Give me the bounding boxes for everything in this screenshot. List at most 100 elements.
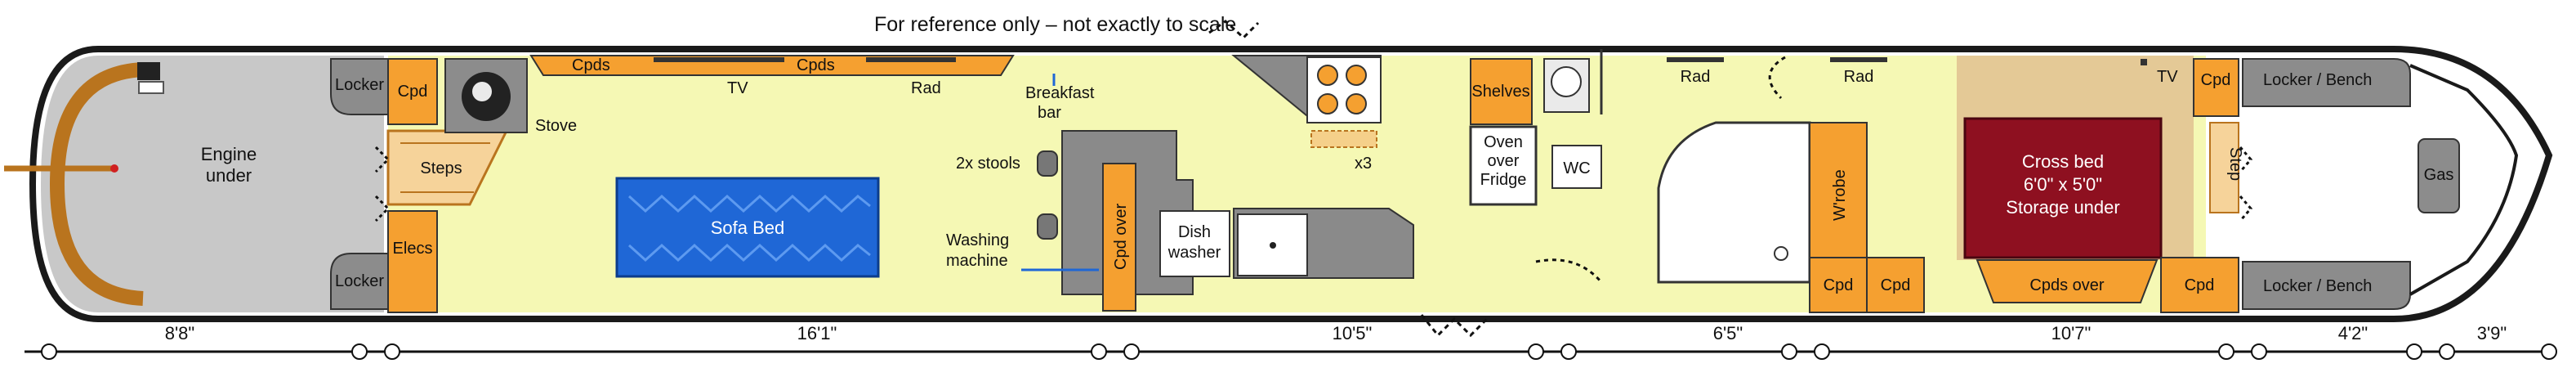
oven-label-1: Oven <box>1484 133 1523 151</box>
locker-bench-top <box>2242 58 2411 107</box>
cpds-over <box>1976 259 2159 303</box>
locker-bottom <box>330 253 389 310</box>
boat-fender-icon <box>2218 343 2234 360</box>
sofa-bed-label: Sofa Bed <box>711 218 785 238</box>
rad-c-label: Rad <box>1844 68 1874 86</box>
boat-fender-icon <box>2406 343 2422 360</box>
breakfast-bar-label-2: bar <box>1038 104 1061 122</box>
dish-washer <box>1159 210 1230 277</box>
oven-label-3: Fridge <box>1480 171 1527 189</box>
boat-fender-icon <box>351 343 368 360</box>
cpd-bath-1 <box>1809 257 1868 313</box>
dimension-label: 10'5" <box>1333 323 1373 343</box>
oven-over-fridge <box>1469 125 1538 206</box>
cpd-stern-label: Cpd <box>398 83 428 101</box>
cpd-bow-top-label: Cpd <box>2201 71 2231 89</box>
elecs-label: Elecs <box>393 240 433 258</box>
dimension-labels: 8'8" 16'1" 10'5" 6'5" 10'7" 4'2" 3'9" <box>165 323 2507 343</box>
stern-deck <box>41 56 384 312</box>
boat-fender-icon <box>1814 343 1830 360</box>
engine-label-2: under <box>206 165 252 186</box>
oven-label-2: over <box>1488 152 1520 170</box>
cpd-bow-top <box>2193 58 2239 117</box>
dimension-label: 4'2" <box>2338 323 2368 343</box>
cpd-bow-bottom-label: Cpd <box>2185 276 2215 294</box>
boat-fender-icon <box>2439 343 2455 360</box>
locker-bench-top-label: Locker / Bench <box>2263 71 2372 89</box>
locker-bottom-label: Locker <box>335 272 384 290</box>
hob-cupboard <box>1310 130 1377 148</box>
tv-b-icon <box>2141 59 2147 65</box>
dimension-label: 10'7" <box>2051 323 2092 343</box>
cross-bed-label-3: Storage under <box>2006 197 2119 218</box>
rad-b-icon <box>1667 57 1724 62</box>
boat-fender-icon <box>1781 343 1797 360</box>
steps-label: Steps <box>420 159 462 177</box>
rad-a-label: Rad <box>911 79 941 97</box>
cpd-bow-bottom <box>2160 257 2239 313</box>
dish-washer-label-1: Dish <box>1178 223 1211 241</box>
cpd-bath-2-label: Cpd <box>1881 276 1911 294</box>
tv-a-icon <box>654 57 784 62</box>
sofa-bed <box>615 177 880 278</box>
locker-bench-bottom <box>2242 261 2411 310</box>
stool-2-icon <box>1037 213 1058 240</box>
boat-fender-icon <box>2251 343 2267 360</box>
wc-label: WC <box>1563 159 1590 177</box>
gas-label: Gas <box>2424 166 2454 184</box>
cross-bed <box>1963 117 2163 259</box>
locker-top-label: Locker <box>335 76 384 94</box>
stools-label: 2x stools <box>956 155 1020 173</box>
boat-fender-icon <box>41 343 57 360</box>
dimension-label: 6'5" <box>1713 323 1743 343</box>
dimension-markers <box>41 343 2557 360</box>
dimension-label: 8'8" <box>165 323 194 343</box>
cpd-over-label: Cpd over <box>1112 204 1130 270</box>
cpd-bath-1-label: Cpd <box>1824 276 1854 294</box>
corridor-door-icon <box>1768 56 1786 100</box>
tv-b-label: TV <box>2157 68 2178 86</box>
side-hatch-icon <box>1420 314 1489 338</box>
dimension-label: 3'9" <box>2477 323 2507 343</box>
shelves <box>1470 58 1533 125</box>
cpd-stern <box>387 58 438 125</box>
boat-fender-icon <box>1091 343 1107 360</box>
rad-a-icon <box>866 57 956 62</box>
breakfast-bar-label-1: Breakfast <box>1025 84 1095 102</box>
rad-b-label: Rad <box>1681 68 1711 86</box>
stool-1-icon <box>1037 150 1058 177</box>
dish-washer-label-2: washer <box>1167 244 1221 262</box>
cpds-b-label: Cpds <box>797 56 835 74</box>
wardrobe-label: W'robe <box>1831 169 1849 221</box>
hob-icon <box>1306 56 1382 123</box>
reference-note: For reference only – not exactly to scal… <box>874 13 1236 36</box>
boat-fender-icon <box>1123 343 1140 360</box>
cpd-bath-2 <box>1866 257 1925 313</box>
boat-fender-icon <box>2541 343 2557 360</box>
dimension-label: 16'1" <box>797 323 837 343</box>
stern-door-icon <box>374 146 391 222</box>
boat-fender-icon <box>1528 343 1544 360</box>
shelves-label: Shelves <box>1471 83 1529 101</box>
engine-gauge-icon <box>137 62 160 80</box>
bow-deck-outline <box>2409 64 2519 296</box>
step-label: Step <box>2226 147 2244 181</box>
cross-bed-label-1: Cross bed <box>2022 151 2104 172</box>
gas-locker <box>2418 138 2460 213</box>
boat-fender-icon <box>1560 343 1577 360</box>
shower-tray-icon <box>1657 121 1811 284</box>
boat-fender-icon <box>384 343 400 360</box>
wc <box>1551 145 1602 189</box>
elecs-cupboard <box>387 210 438 313</box>
bow-step <box>2209 122 2239 213</box>
engine-panel-icon <box>138 81 164 94</box>
note-door-icon <box>1208 20 1260 40</box>
locker-top <box>330 58 389 115</box>
x3-label: x3 <box>1355 155 1372 173</box>
engine-label-1: Engine <box>201 144 257 164</box>
tv-a-label: TV <box>727 79 748 97</box>
washing-machine-label-1: Washing <box>946 231 1009 249</box>
stove-label: Stove <box>535 117 577 135</box>
cpd-over <box>1102 163 1136 312</box>
